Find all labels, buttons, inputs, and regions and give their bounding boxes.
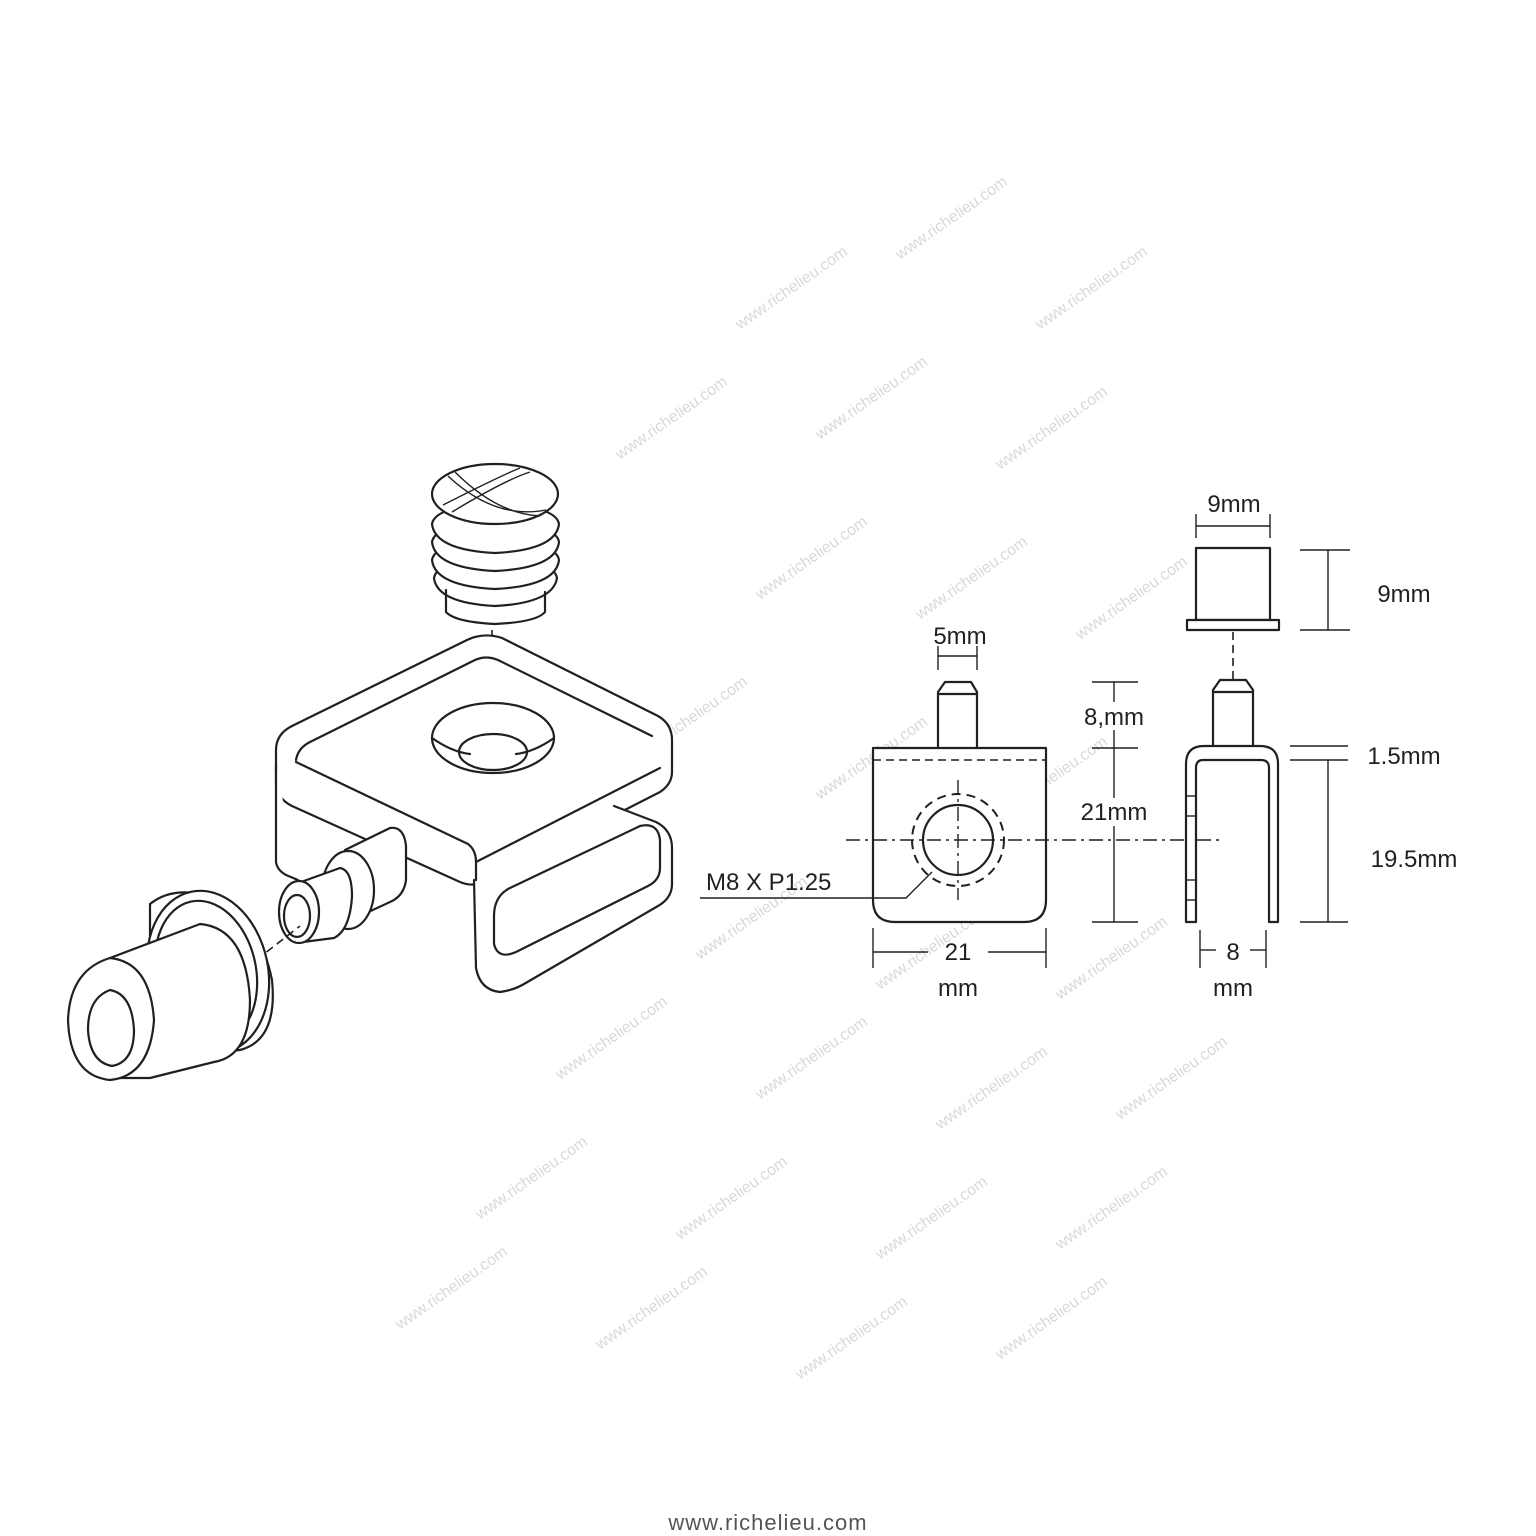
- body-width-unit: mm: [938, 975, 978, 1002]
- watermark-text: www.richelieu.com: [812, 353, 931, 443]
- watermark-text: www.richelieu.com: [732, 243, 851, 333]
- watermark-text: www.richelieu.com: [1072, 553, 1191, 643]
- watermark-text: www.richelieu.com: [672, 1153, 791, 1243]
- watermark-text: www.richelieu.com: [1032, 243, 1151, 333]
- wall-thickness-label: 1.5mm: [1367, 743, 1440, 770]
- watermark-text: www.richelieu.com: [992, 1273, 1111, 1363]
- watermark-text: www.richelieu.com: [612, 373, 731, 463]
- set-screw-drawing: [430, 462, 561, 626]
- watermark-text: www.richelieu.com: [912, 533, 1031, 623]
- watermark-text: www.richelieu.com: [752, 513, 871, 603]
- side-view: [1184, 514, 1350, 968]
- slot-depth-label: 19.5mm: [1371, 846, 1458, 873]
- body-height-label: 21mm: [1081, 799, 1148, 826]
- watermark-text: www.richelieu.com: [552, 993, 671, 1083]
- cap-width-label: 9mm: [1207, 491, 1260, 518]
- watermark-text: www.richelieu.com: [872, 1173, 991, 1263]
- watermark-text: www.richelieu.com: [992, 383, 1111, 473]
- watermark-text: www.richelieu.com: [932, 1043, 1051, 1133]
- watermark-text: www.richelieu.com: [592, 1263, 711, 1353]
- watermark-text: www.richelieu.com: [792, 1293, 911, 1383]
- watermark-text: www.richelieu.com: [392, 1243, 511, 1333]
- footer-url: www.richelieu.com: [667, 1510, 867, 1535]
- watermark-text: www.richelieu.com: [892, 173, 1011, 263]
- pin-height-label: 8,mm: [1084, 704, 1144, 731]
- watermark-text: www.richelieu.com: [1052, 1163, 1171, 1253]
- body-width-number: 21: [945, 939, 972, 966]
- isometric-view: [66, 462, 674, 1082]
- front-view: [700, 646, 1222, 968]
- pin-width-label: 5mm: [933, 623, 986, 650]
- watermark-text: www.richelieu.com: [472, 1133, 591, 1223]
- cap-drawing: [66, 889, 274, 1082]
- watermark-text: www.richelieu.com: [1112, 1033, 1231, 1123]
- watermark-text: www.richelieu.com: [752, 1013, 871, 1103]
- thread-label: M8 X P1.25: [706, 869, 831, 896]
- slot-width-unit: mm: [1213, 975, 1253, 1002]
- cap-height-label: 9mm: [1377, 581, 1430, 608]
- slot-width-number: 8: [1226, 939, 1239, 966]
- bracket-drawing: [274, 634, 674, 994]
- watermark-text: www.richelieu.com: [1052, 913, 1171, 1003]
